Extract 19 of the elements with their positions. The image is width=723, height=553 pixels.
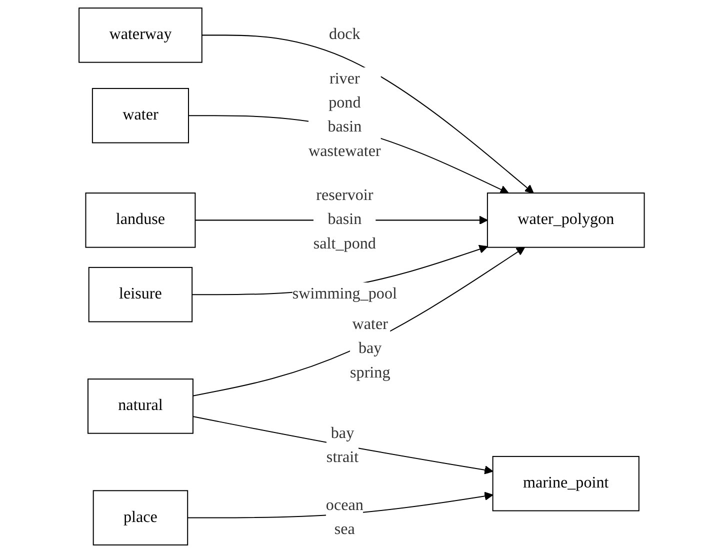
node-box	[87, 378, 194, 434]
node-box	[85, 192, 196, 248]
edge-label: reservoir basin salt_pond	[313, 187, 376, 252]
node-box	[486, 192, 645, 248]
node-box	[492, 456, 640, 512]
edge-label: bay strait	[326, 424, 358, 466]
node-box	[92, 88, 189, 144]
edge-label: water bay spring	[350, 316, 390, 382]
arrow	[202, 34, 534, 194]
arrow	[192, 246, 525, 396]
arrow	[192, 416, 494, 474]
edge-label: swimming_pool	[292, 286, 397, 303]
node-box	[78, 8, 202, 63]
edge-label: dock	[328, 26, 360, 44]
edge-label: river pond basin wastewater	[308, 70, 381, 160]
edge-label: ocean sea	[326, 496, 364, 538]
flowchart: dock river pond basin wastewater reservoir basin salt_pond swimming_pool water bay spring bay strait ocean sea waterway water landuse leisure natural place water_polygon marine_point	[70, 0, 652, 553]
node-box	[92, 490, 188, 546]
node-box	[88, 266, 192, 322]
